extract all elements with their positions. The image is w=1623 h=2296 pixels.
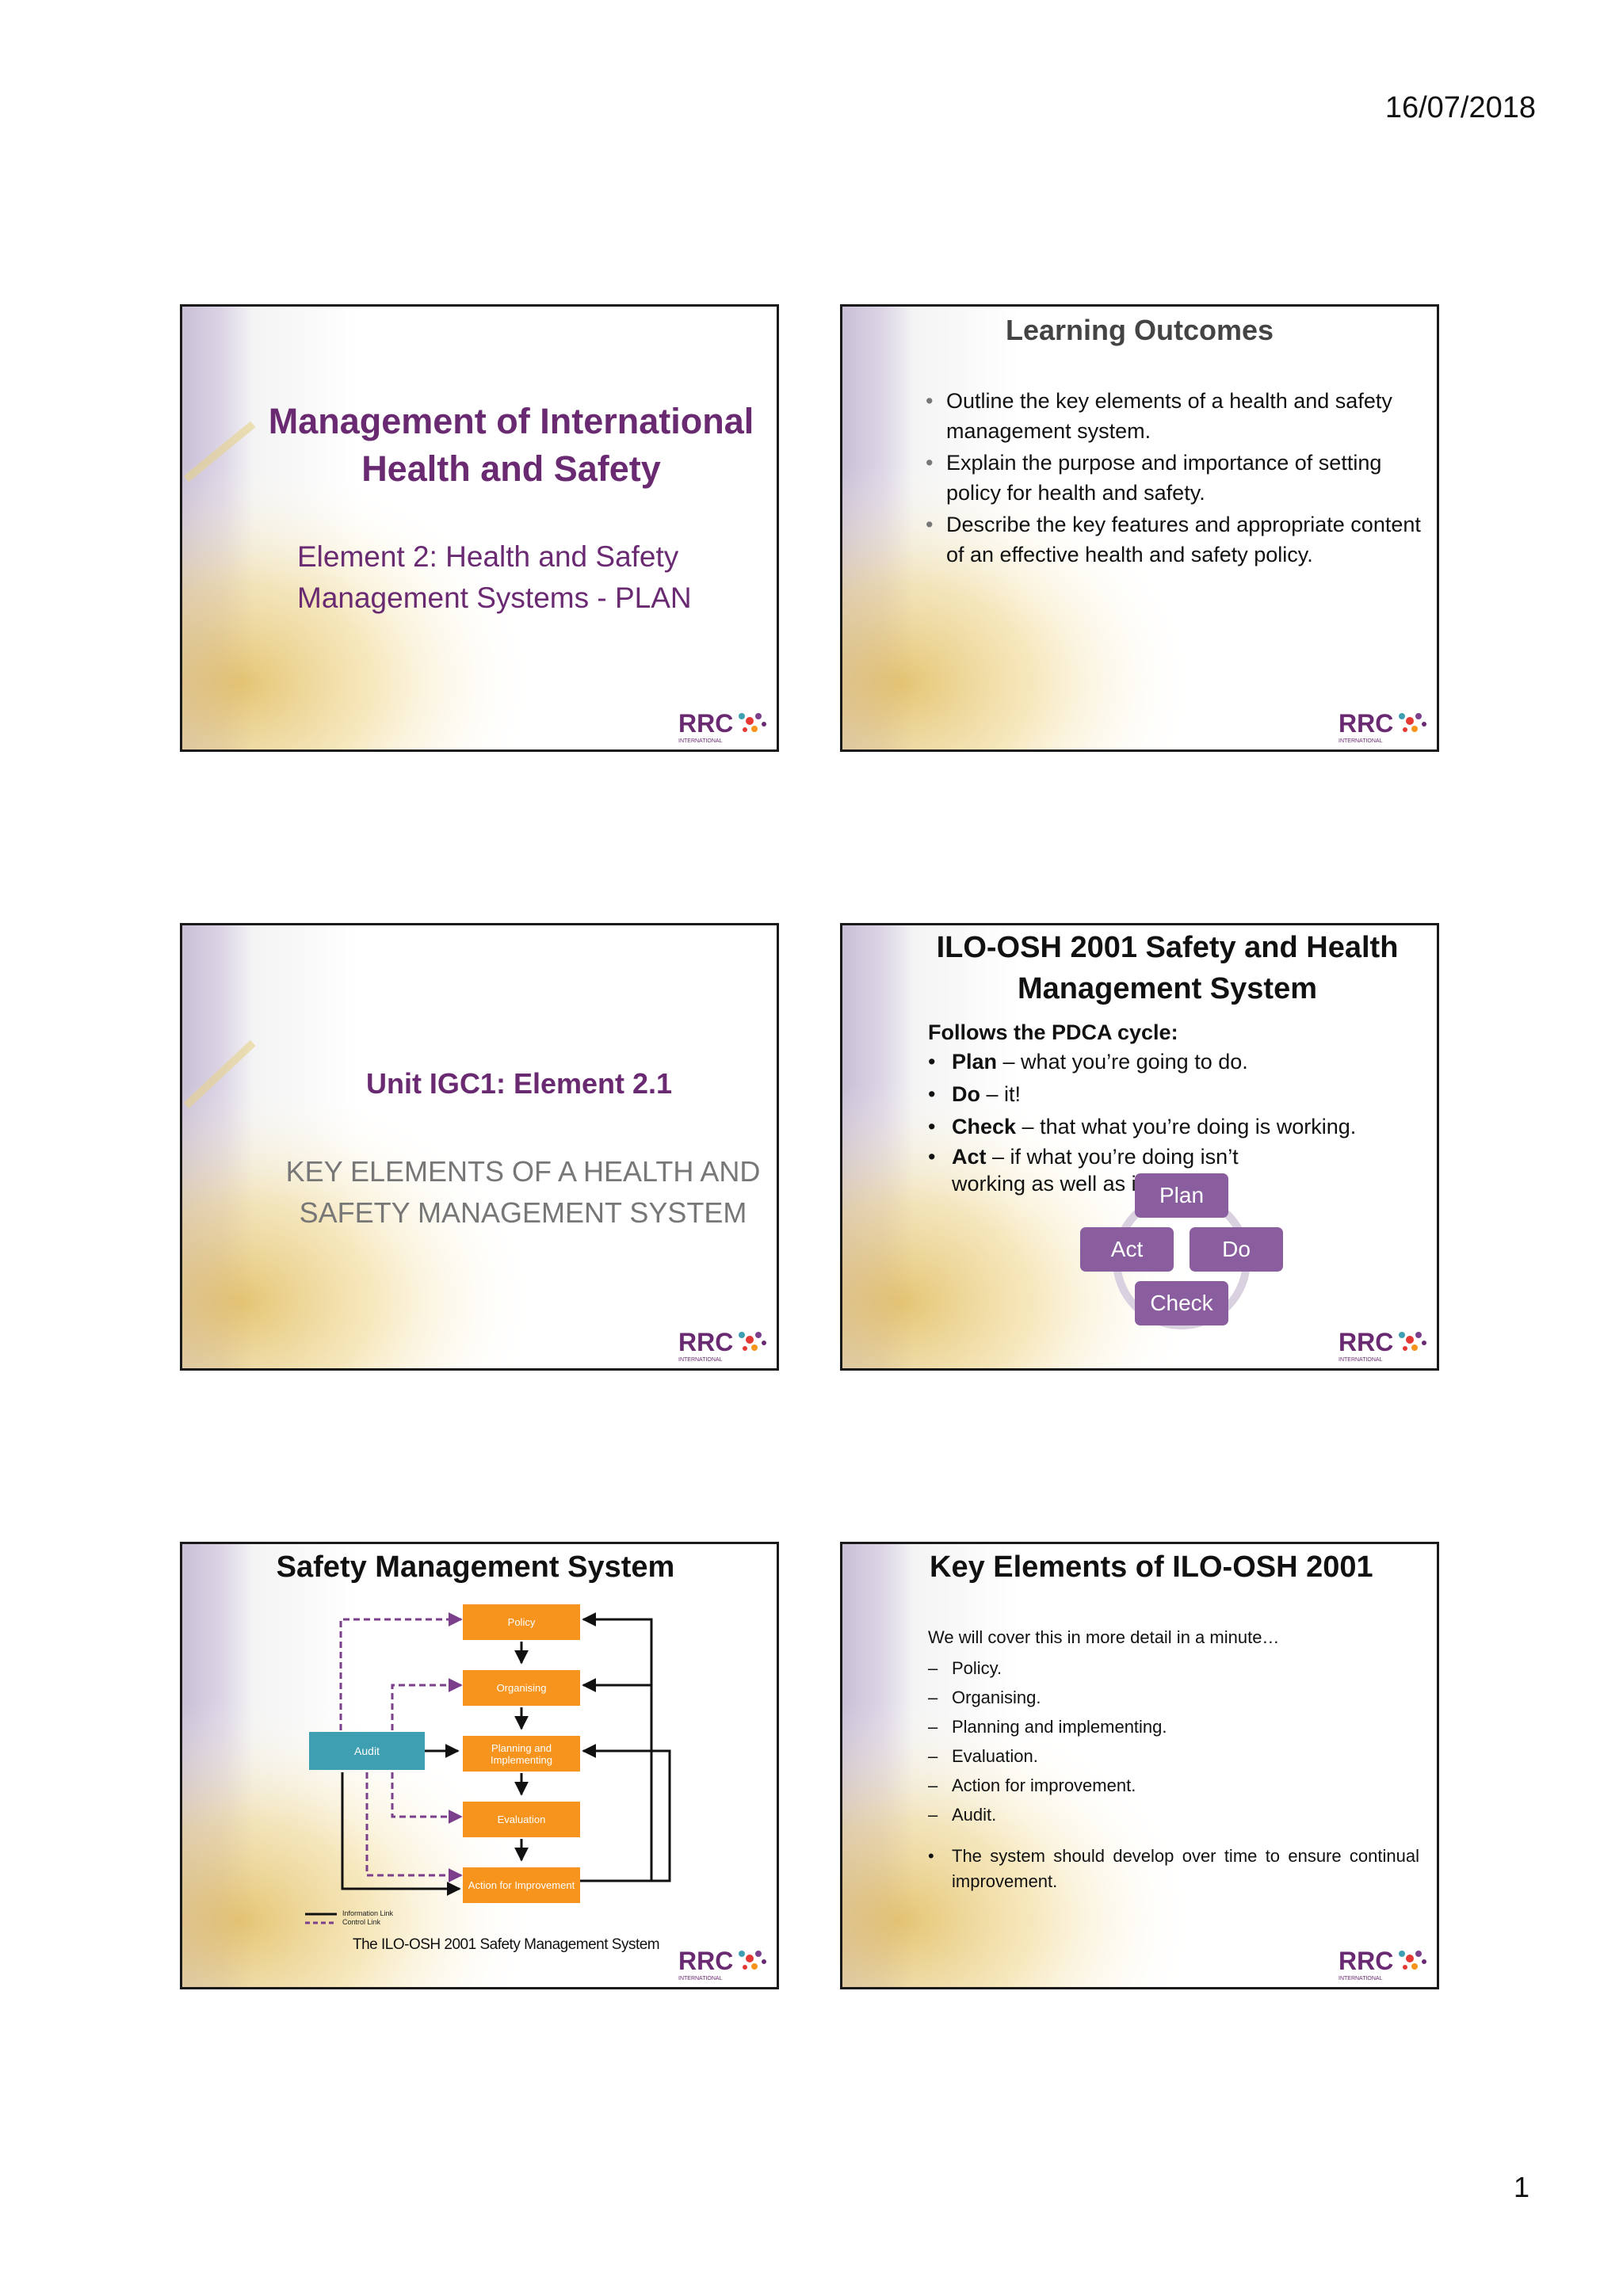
- page-number: 1: [1513, 2171, 1529, 2203]
- list-item: –Evaluation.: [928, 1746, 1038, 1766]
- list-item: •Explain the purpose and importance of s…: [926, 451, 1382, 505]
- pdca-check-box: Check: [1135, 1281, 1228, 1325]
- pdca-cycle-diagram: Plan Do Check Act: [1067, 1173, 1296, 1352]
- presentation-subtitle: Element 2: Health and Safety Management …: [297, 540, 692, 614]
- list-item: •Outline the key elements of a health an…: [926, 389, 1392, 443]
- rrc-logo: RRC INTERNATIONAL: [678, 1328, 766, 1363]
- list-item: –Policy.: [928, 1658, 1002, 1678]
- unit-subtitle: KEY ELEMENTS OF A HEALTH AND SAFETY MANA…: [285, 1155, 761, 1229]
- legend-information-link: Information Link: [342, 1909, 394, 1917]
- svg-text:INTERNATIONAL: INTERNATIONAL: [678, 738, 723, 744]
- rrc-logo: RRC INTERNATIONAL: [678, 709, 766, 744]
- slide-background: [842, 1544, 1437, 1987]
- rrc-logo: RRC INTERNATIONAL: [678, 1947, 766, 1981]
- unit-heading: Unit IGC1: Element 2.1: [365, 1067, 673, 1100]
- rrc-logo: RRC INTERNATIONAL: [1338, 1328, 1426, 1363]
- action-for-improvement-box: Action for Improvement: [463, 1867, 580, 1903]
- pdca-act-box: Act: [1080, 1227, 1174, 1272]
- list-item: •Check – that what you’re doing is worki…: [928, 1115, 1357, 1138]
- pdca-list: •Plan – what you’re going to do. •Do – i…: [928, 1046, 1435, 1197]
- slide-learning-outcomes: Learning Outcomes •Outline the key eleme…: [840, 304, 1439, 752]
- svg-text:INTERNATIONAL: INTERNATIONAL: [1338, 738, 1383, 744]
- rrc-logo: RRC INTERNATIONAL: [1338, 709, 1426, 744]
- list-item: –Audit.: [928, 1805, 997, 1825]
- rrc-logo: RRC INTERNATIONAL: [1338, 1947, 1426, 1981]
- svg-text:RRC: RRC: [678, 1328, 733, 1356]
- list-item: –Action for improvement.: [928, 1775, 1136, 1795]
- svg-text:RRC: RRC: [1338, 1328, 1393, 1356]
- svg-text:RRC: RRC: [678, 1947, 733, 1975]
- slide-background: [182, 307, 777, 749]
- svg-text:RRC: RRC: [678, 709, 733, 738]
- presentation-title: Management of International Health and S…: [268, 401, 754, 489]
- key-elements-intro: We will cover this in more detail in a m…: [928, 1627, 1280, 1647]
- slide-pdca: ILO-OSH 2001 Safety and Health Managemen…: [840, 923, 1439, 1371]
- slide-title: Safety Management System: [276, 1550, 675, 1584]
- list-item: –Planning and implementing.: [928, 1717, 1167, 1737]
- slide-background: [182, 925, 777, 1368]
- outcomes-list: •Outline the key elements of a health an…: [926, 386, 1433, 571]
- svg-text:RRC: RRC: [1338, 1947, 1393, 1975]
- list-item: •Do – it!: [928, 1082, 1022, 1106]
- audit-box: Audit: [309, 1732, 425, 1770]
- slide-title: ILO-OSH 2001 Safety and Health Managemen…: [936, 931, 1399, 1005]
- organising-box: Organising: [463, 1670, 580, 1706]
- svg-text:RRC: RRC: [1338, 709, 1393, 738]
- slide-title: Management of International Health and S…: [180, 304, 779, 752]
- svg-text:INTERNATIONAL: INTERNATIONAL: [1338, 1357, 1383, 1363]
- svg-text:INTERNATIONAL: INTERNATIONAL: [1338, 1976, 1383, 1981]
- diagram-caption: The ILO-OSH 2001 Safety Management Syste…: [353, 1936, 660, 1953]
- slide-title: Key Elements of ILO-OSH 2001: [930, 1550, 1373, 1584]
- pdca-do-box: Do: [1190, 1227, 1283, 1272]
- sms-connectors: [305, 1612, 671, 1924]
- slide-sms-diagram: Safety Management System Policy Organisi…: [180, 1542, 779, 1989]
- pdca-plan-box: Plan: [1135, 1173, 1228, 1218]
- svg-text:INTERNATIONAL: INTERNATIONAL: [678, 1357, 723, 1363]
- svg-text:INTERNATIONAL: INTERNATIONAL: [678, 1976, 723, 1981]
- slide-unit: Unit IGC1: Element 2.1 KEY ELEMENTS OF A…: [180, 923, 779, 1371]
- evaluation-box: Evaluation: [463, 1802, 580, 1837]
- page-date: 16/07/2018: [1384, 91, 1536, 124]
- legend-control-link: Control Link: [342, 1918, 381, 1926]
- list-item: –Organising.: [928, 1688, 1041, 1707]
- key-elements-list: –Policy. –Organising. –Planning and impl…: [928, 1653, 1419, 1829]
- policy-box: Policy: [463, 1604, 580, 1640]
- planning-implementing-box: Planning and Implementing: [463, 1736, 580, 1772]
- slide-key-elements: Key Elements of ILO-OSH 2001 We will cov…: [840, 1542, 1439, 1989]
- slide-title: Learning Outcomes: [1005, 314, 1274, 346]
- slide-background: [842, 307, 1437, 749]
- continual-improvement-note: •The system should develop over time to …: [928, 1846, 1419, 1891]
- pdca-intro: Follows the PDCA cycle:: [928, 1020, 1178, 1044]
- list-item: •Describe the key features and appropria…: [926, 513, 1421, 566]
- list-item: •Plan – what you’re going to do.: [928, 1050, 1248, 1074]
